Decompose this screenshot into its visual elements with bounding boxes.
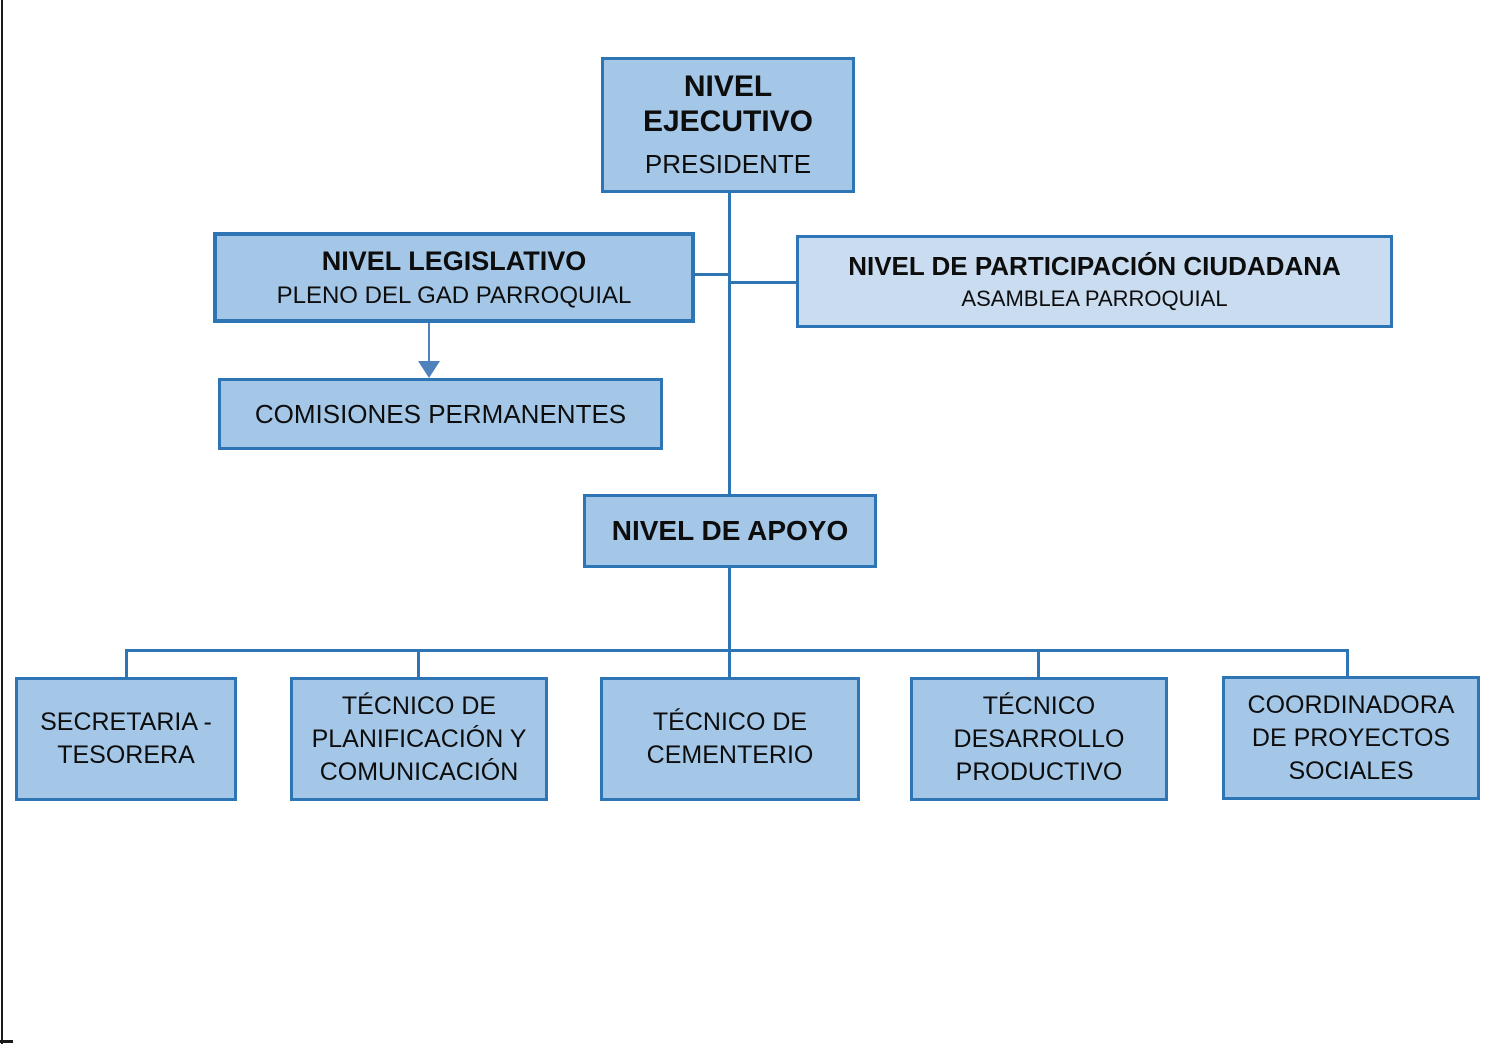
node-nivel-de-apoyo: NIVEL DE APOYO (583, 494, 877, 568)
node-tecnico-desarrollo-label: TÉCNICO DESARROLLO PRODUCTIVO (953, 691, 1125, 786)
node-comisiones-label: COMISIONES PERMANENTES (254, 398, 627, 429)
connector-legislativo-horizontal (695, 273, 730, 276)
node-participacion-title: NIVEL DE PARTICIPACIÓN CIUDADANA (848, 251, 1341, 281)
node-tecnico-cementerio: TÉCNICO DE CEMENTERIO (600, 677, 860, 801)
connector-drop-coordinadora (1346, 649, 1349, 676)
node-comisiones-permanentes: COMISIONES PERMANENTES (218, 378, 663, 450)
node-tecnico-cementerio-label: TÉCNICO DE CEMENTERIO (646, 708, 814, 769)
connector-drop-secretaria (125, 649, 128, 677)
connector-participacion-horizontal (729, 281, 796, 284)
node-nivel-legislativo: NIVEL LEGISLATIVO PLENO DEL GAD PARROQUI… (213, 232, 695, 323)
arrow-head-icon (418, 361, 440, 378)
node-apoyo-title: NIVEL DE APOYO (611, 515, 849, 546)
node-tecnico-planificacion-comunicacion: TÉCNICO DE PLANIFICACIÓN Y COMUNICACIÓN (290, 677, 548, 801)
connector-drop-planificacion (417, 649, 420, 677)
node-coordinadora-proyectos-sociales: COORDINADORA DE PROYECTOS SOCIALES (1222, 676, 1480, 800)
connector-trunk-vertical (728, 193, 731, 677)
node-coordinadora-label: COORDINADORA DE PROYECTOS SOCIALES (1247, 690, 1455, 785)
page-corner-mark (0, 1040, 13, 1043)
connector-drop-desarrollo (1037, 649, 1040, 677)
node-nivel-legislativo-subtitle: PLENO DEL GAD PARROQUIAL (276, 281, 632, 309)
node-tecnico-desarrollo-productivo: TÉCNICO DESARROLLO PRODUCTIVO (910, 677, 1168, 801)
page-edge-line (1, 0, 3, 1044)
node-secretaria-tesorera: SECRETARIA - TESORERA (15, 677, 237, 801)
node-nivel-ejecutivo: NIVEL EJECUTIVO PRESIDENTE (601, 57, 855, 193)
node-nivel-legislativo-title: NIVEL LEGISLATIVO (321, 245, 587, 276)
node-nivel-participacion-ciudadana: NIVEL DE PARTICIPACIÓN CIUDADANA ASAMBLE… (796, 235, 1393, 328)
node-nivel-ejecutivo-title: NIVEL EJECUTIVO (642, 70, 814, 138)
node-tecnico-planificacion-label: TÉCNICO DE PLANIFICACIÓN Y COMUNICACIÓN (311, 691, 527, 786)
node-nivel-ejecutivo-subtitle: PRESIDENTE (644, 149, 812, 179)
connector-distribution-horizontal (125, 649, 1349, 652)
node-secretaria-tesorera-label: SECRETARIA - TESORERA (40, 708, 212, 769)
arrow-legislativo-to-comisiones (428, 323, 430, 363)
node-participacion-subtitle: ASAMBLEA PARROQUIAL (961, 286, 1228, 311)
